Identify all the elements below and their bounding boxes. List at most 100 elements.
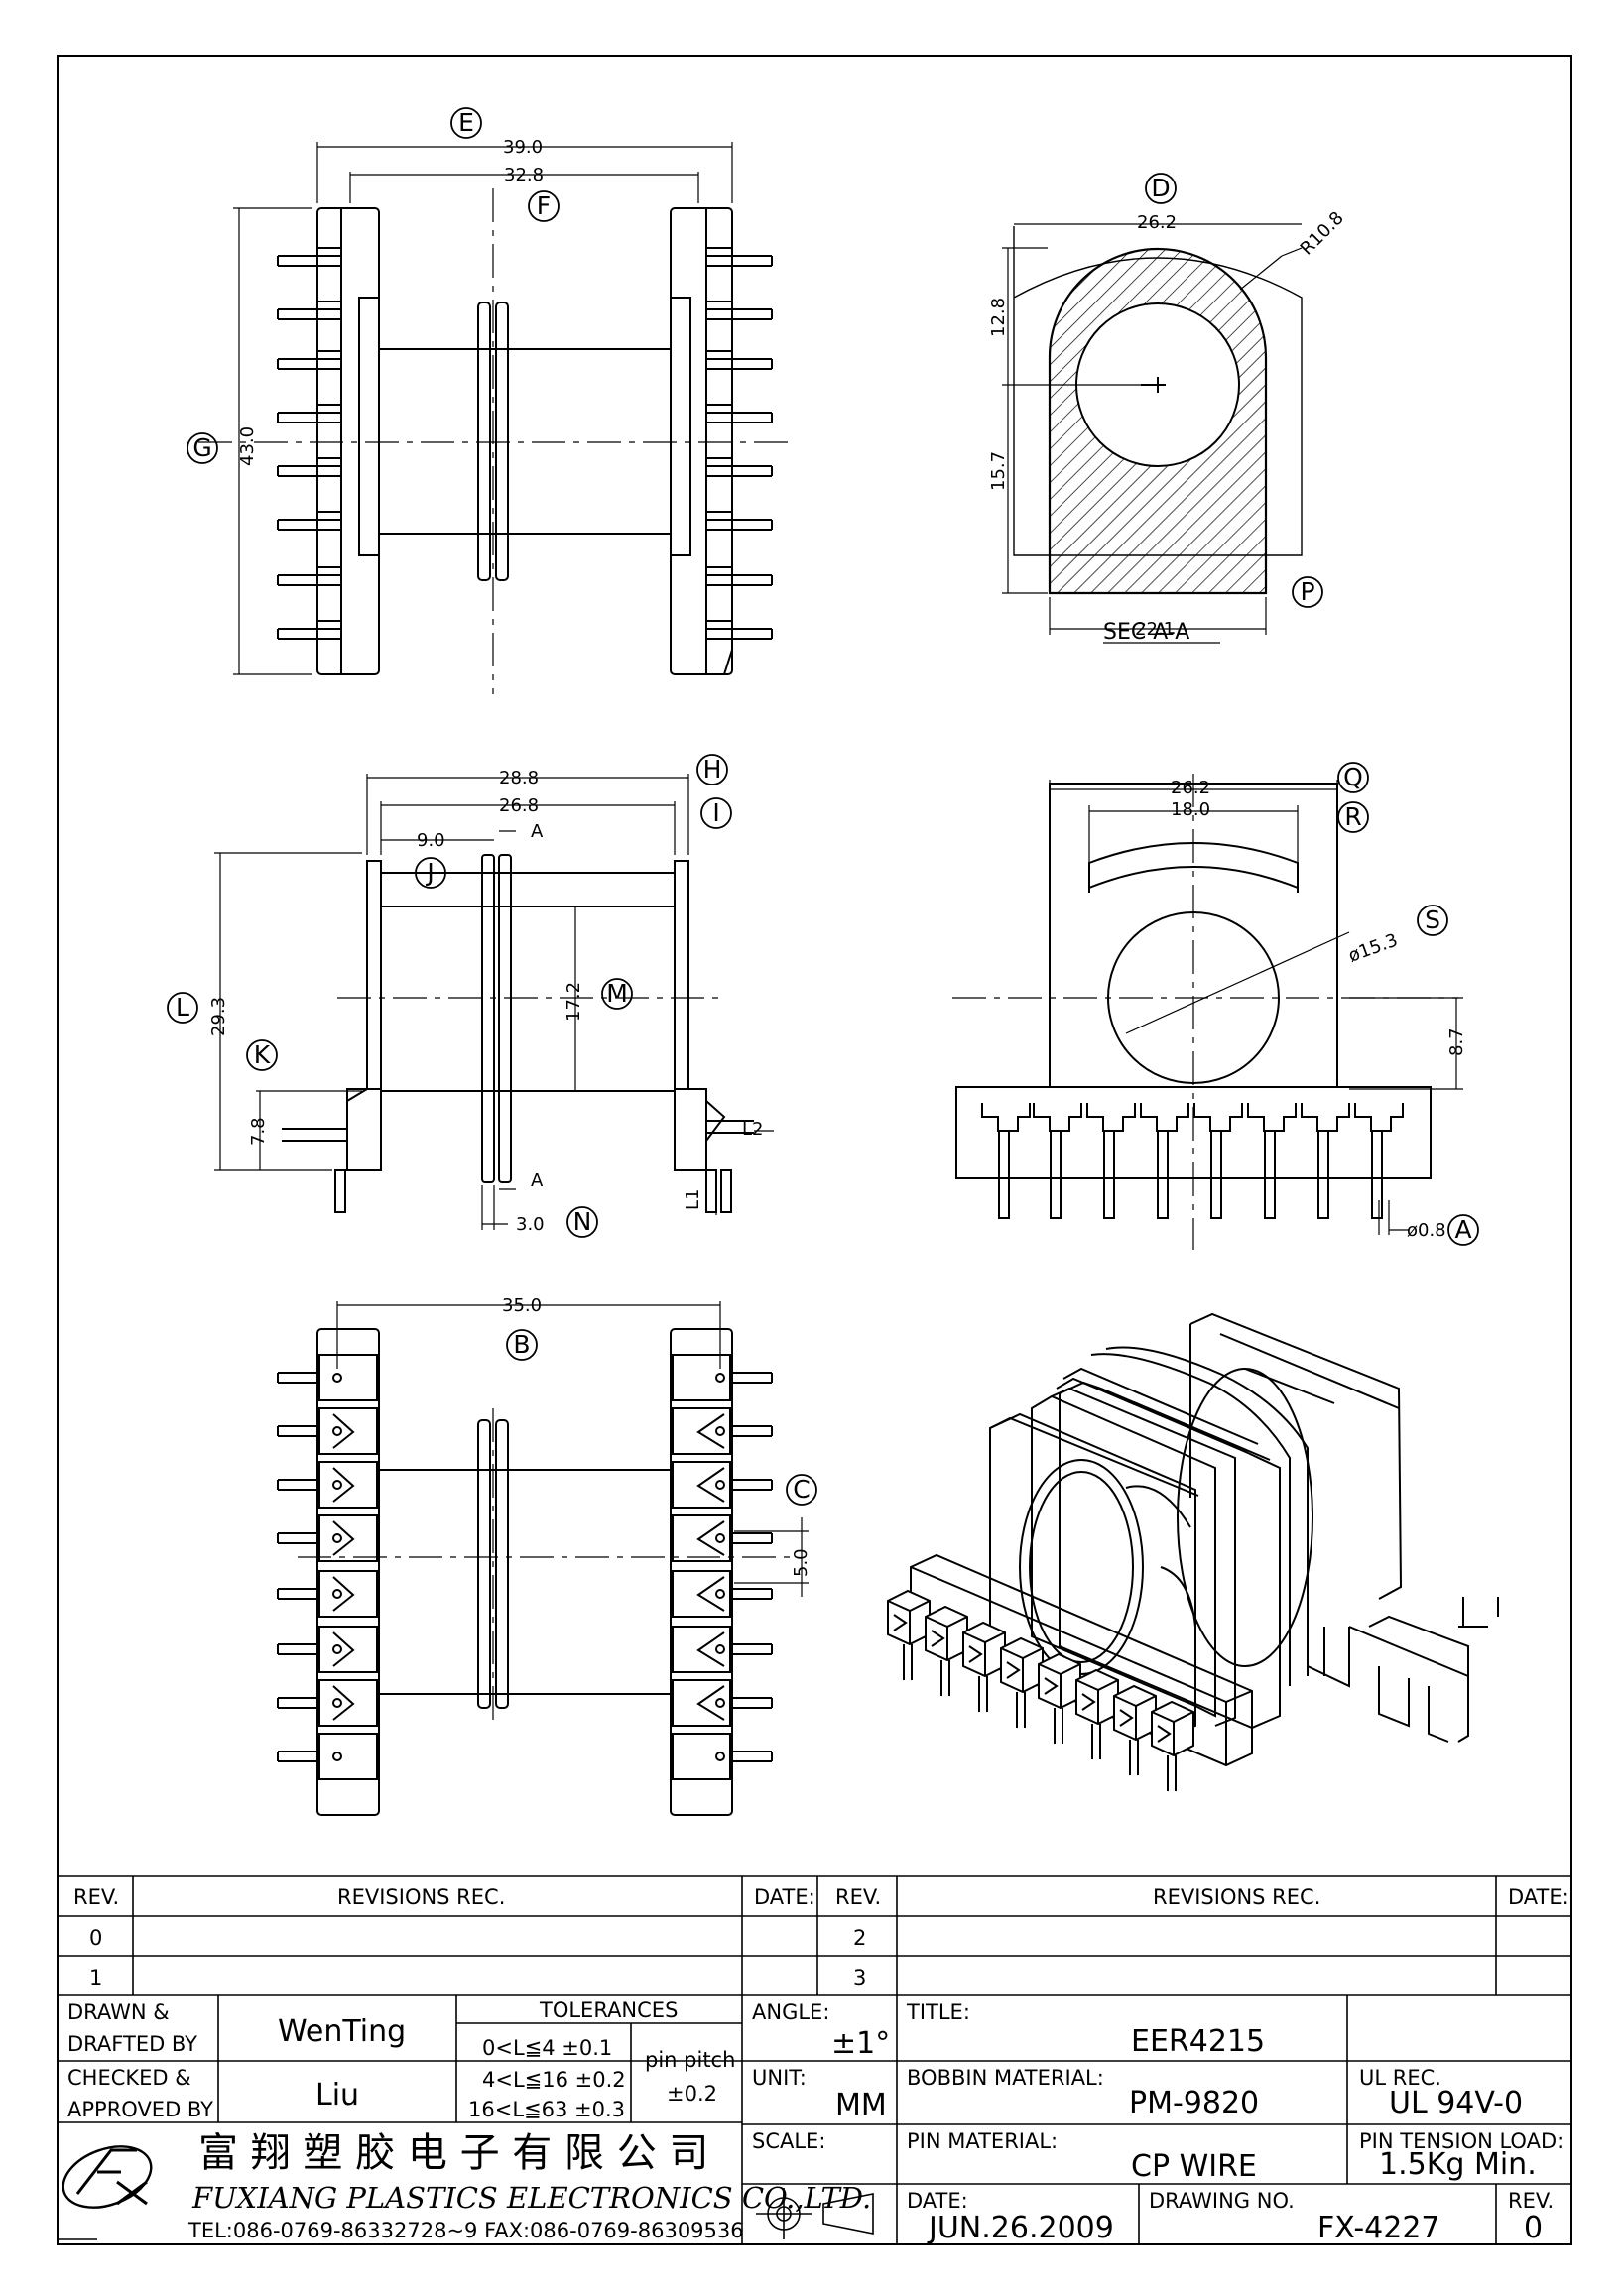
pin: [1210, 1130, 1222, 1219]
pin-hole: [332, 1644, 342, 1654]
pad-mark: [332, 1467, 355, 1503]
rev-header-left: REV.: [73, 1885, 119, 1909]
balloon-i: I: [712, 798, 719, 827]
title-block: [58, 1875, 1571, 2244]
balloon-s: S: [1425, 906, 1440, 934]
drawing-no-label: DRAWING NO.: [1149, 2189, 1295, 2213]
dim-32-8: 32.8: [504, 165, 544, 185]
company-contact: TEL:086-0769-86332728~9 FAX:086-0769-863…: [187, 2219, 744, 2242]
dim-28-8: 28.8: [499, 768, 539, 788]
balloon-circle: [1292, 576, 1323, 608]
balloon-circle: [1337, 762, 1369, 793]
company-name-cn: 富 翔 塑 胶 电 子 有 限 公 司: [198, 2130, 708, 2176]
isometric-view: [887, 1312, 1499, 1791]
pin-pitch-tol: ±0.2: [667, 2082, 717, 2106]
pin-slot: [1301, 1103, 1350, 1132]
pin-slot: [1086, 1103, 1136, 1132]
section-view: [1002, 223, 1303, 644]
pad-mark: [332, 1576, 355, 1612]
checked-by: Liu: [315, 2078, 359, 2113]
pad-mark: [696, 1467, 725, 1503]
iso-pin-mark: [931, 1630, 945, 1647]
pad: [672, 1514, 731, 1562]
balloon-k: K: [254, 1040, 271, 1069]
pin-hole: [715, 1533, 725, 1543]
pin: [1157, 1130, 1169, 1219]
tolerances-label: TOLERANCES: [539, 1998, 678, 2022]
dim-26-8: 26.8: [499, 795, 539, 816]
side-view: [214, 774, 774, 1230]
ul-rec-label: UL REC.: [1359, 2066, 1441, 2090]
balloon-circle: [506, 1329, 538, 1361]
pin-hole: [715, 1698, 725, 1708]
company-logo: [62, 2145, 153, 2209]
section-label: SEC A-A: [1103, 620, 1189, 645]
pad-mark: [696, 1685, 725, 1721]
pin: [1317, 1130, 1329, 1219]
balloon-circle: [246, 1039, 278, 1071]
drawn-by: WenTing: [278, 2014, 406, 2049]
balloon-m: M: [606, 979, 628, 1008]
iso-pin-mark: [968, 1645, 983, 1663]
dim-26-2-sec: 26.2: [1137, 212, 1177, 233]
pin-hole: [715, 1426, 725, 1436]
pin: [998, 1130, 1010, 1219]
dim-phi-0-8: ø0.8: [1407, 1220, 1446, 1241]
balloon-d: D: [1151, 174, 1170, 202]
balloon-l: L: [176, 993, 189, 1022]
iso-pin-mark: [1119, 1709, 1134, 1727]
unit-value: MM: [835, 2088, 887, 2122]
pad-mark: [332, 1413, 355, 1449]
balloon-g: G: [192, 433, 211, 462]
angle-value: ±1°: [831, 2026, 890, 2061]
balloon-f: F: [537, 191, 551, 220]
rev-label: REV.: [1508, 2189, 1554, 2213]
balloon-q: Q: [1343, 763, 1363, 791]
pad: [672, 1570, 731, 1618]
pad: [318, 1626, 378, 1673]
scale-label: SCALE:: [752, 2129, 825, 2153]
iso-pin-mark: [1081, 1693, 1096, 1711]
pad: [318, 1570, 378, 1618]
dim-26-2-front: 26.2: [1171, 778, 1210, 798]
unit-label: UNIT:: [752, 2066, 807, 2090]
pad: [318, 1514, 378, 1562]
pin: [1371, 1130, 1383, 1219]
pad: [318, 1354, 378, 1401]
pad-mark: [696, 1520, 725, 1556]
balloon-circle: [1337, 801, 1369, 833]
dim-29-3: 29.3: [208, 997, 229, 1036]
checked-label: CHECKED &: [67, 2066, 191, 2090]
pad: [672, 1733, 731, 1780]
dim-8-7: 8.7: [1446, 1027, 1467, 1056]
pad: [318, 1679, 378, 1727]
pad-mark: [332, 1685, 355, 1721]
bottom-view: [277, 1301, 809, 1816]
pin-hole: [332, 1752, 342, 1761]
section-a-top: A: [531, 821, 544, 842]
pin-material-label: PIN MATERIAL:: [907, 2129, 1058, 2153]
balloon-circle: [187, 432, 218, 464]
balloon-circle: [601, 978, 633, 1010]
dim-15-7: 15.7: [988, 451, 1009, 491]
dim-35-0: 35.0: [502, 1295, 542, 1316]
balloon-circle: [528, 190, 560, 222]
tol-row-3: 16<L≦63 ±0.3: [468, 2098, 625, 2121]
rev-row-0: 0: [89, 1926, 102, 1950]
pin-hole: [332, 1533, 342, 1543]
pin-hole: [332, 1426, 342, 1436]
balloon-circle: [415, 857, 446, 889]
date-label: DATE:: [907, 2189, 968, 2213]
balloon-r: R: [1344, 802, 1361, 831]
pin-tension-label: PIN TENSION LOAD:: [1359, 2129, 1563, 2153]
balloon-c: C: [793, 1475, 810, 1504]
balloon-b: B: [513, 1330, 530, 1359]
iso-pin-mark: [1044, 1677, 1059, 1695]
front-view: [952, 774, 1463, 1250]
balloon-circle: [566, 1206, 598, 1238]
rev-row-3: 3: [853, 1966, 866, 1990]
pad-mark: [696, 1631, 725, 1667]
title-label: TITLE:: [906, 2000, 970, 2024]
